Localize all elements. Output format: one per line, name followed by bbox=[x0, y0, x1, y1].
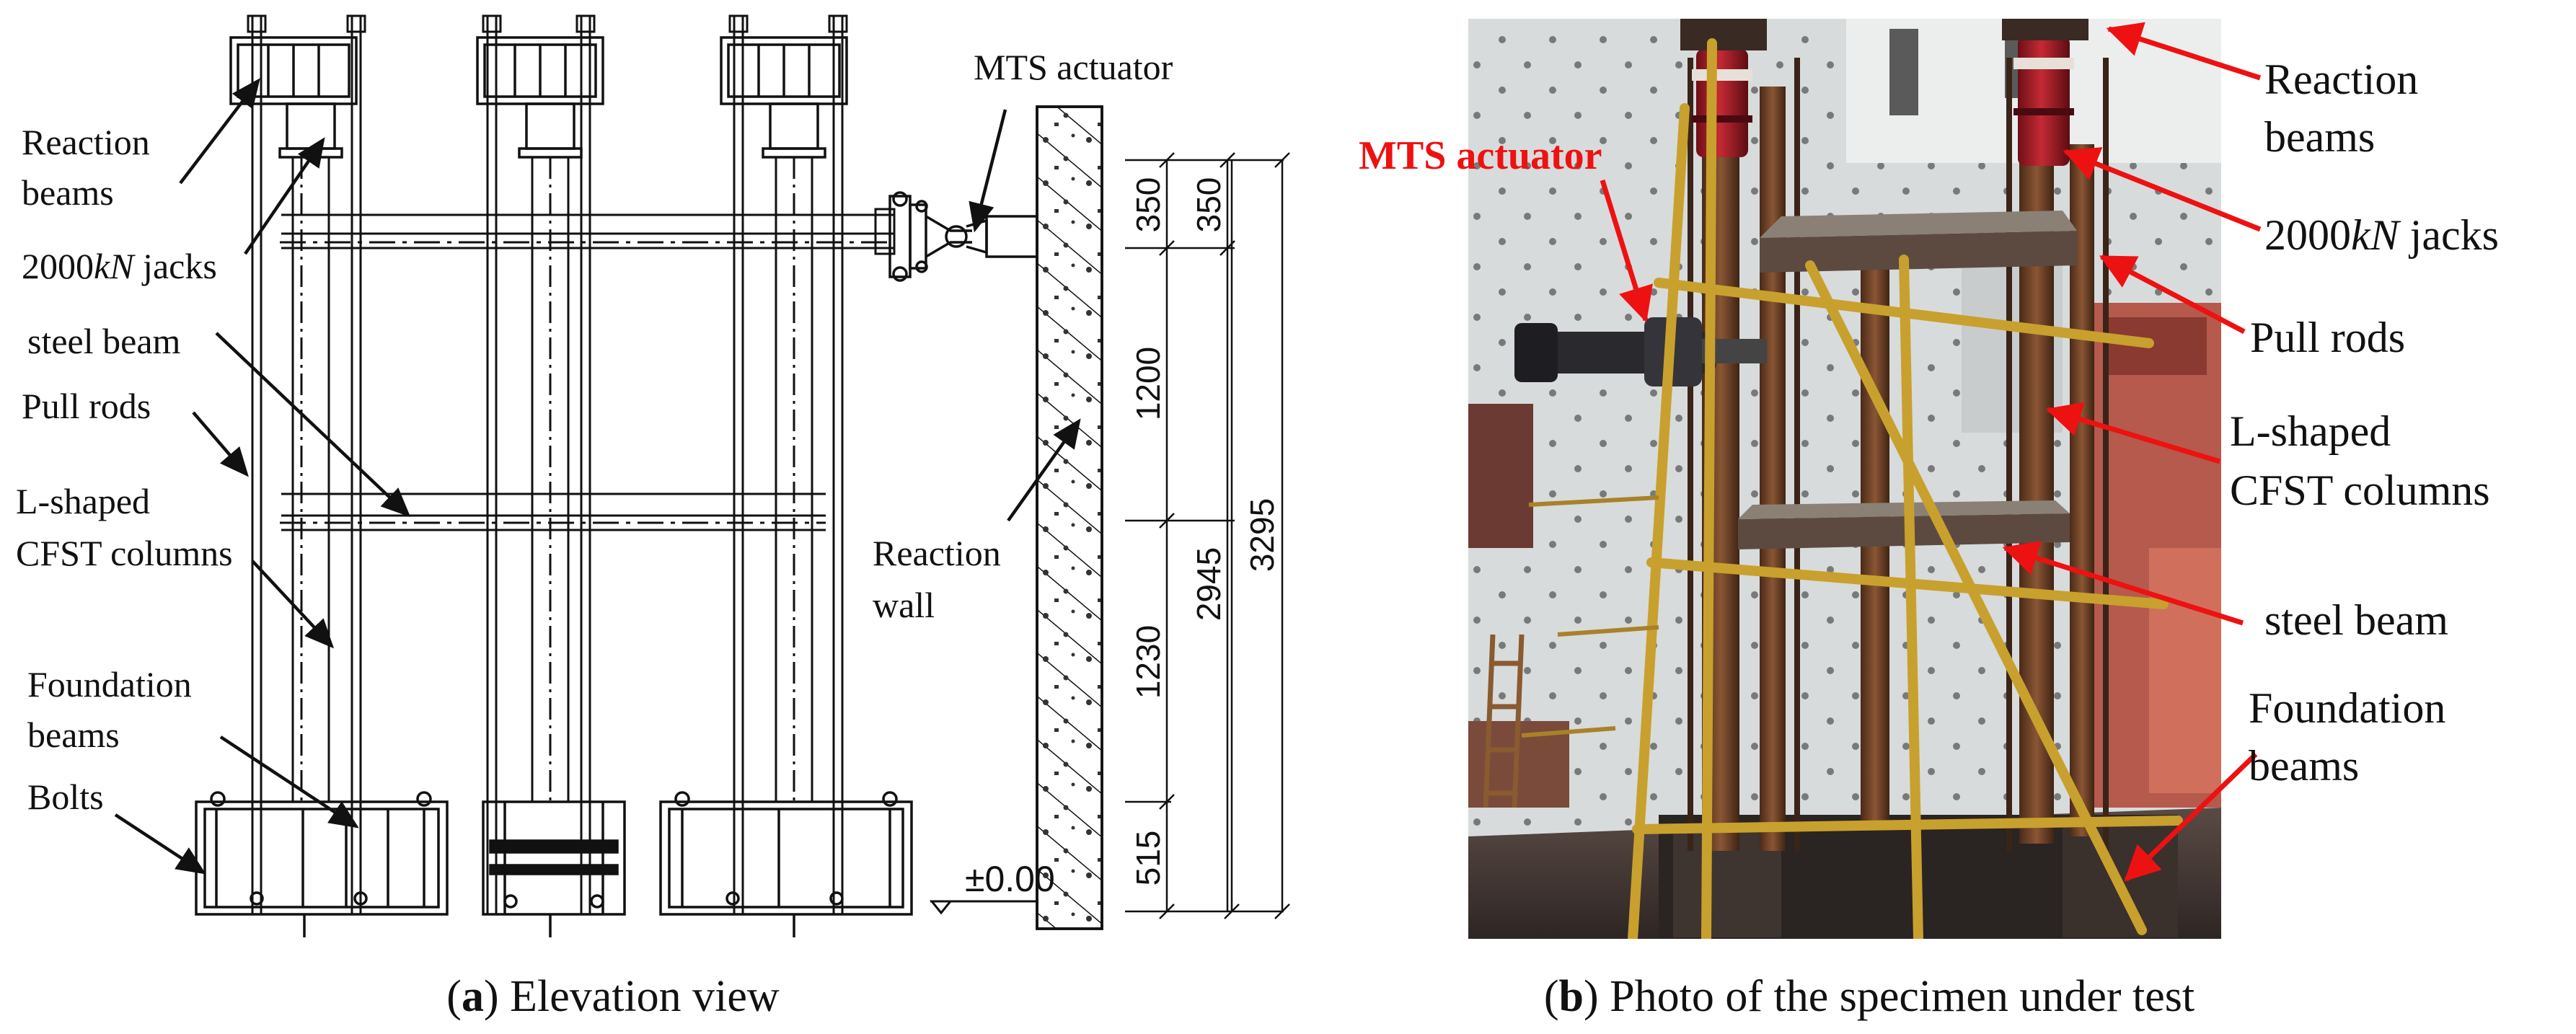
dim-3295: 3295 bbox=[1243, 498, 1281, 572]
label-lcfst-l2: CFST columns bbox=[16, 533, 233, 573]
label-b-foundation-l1: Foundation bbox=[2249, 684, 2445, 732]
dim-1200: 1200 bbox=[1129, 347, 1167, 420]
label-b-jacks: 2000kN jacks bbox=[2264, 211, 2499, 259]
label-mts-actuator: MTS actuator bbox=[974, 47, 1173, 87]
label-b-lcfst-l1: L-shaped bbox=[2230, 407, 2391, 455]
label-b-steel-beam: steel beam bbox=[2264, 596, 2448, 644]
label-jacks: 2000kN jacks bbox=[22, 246, 217, 286]
dim-1230: 1230 bbox=[1129, 625, 1167, 699]
cfst-columns bbox=[291, 157, 813, 802]
pull-rods bbox=[247, 14, 848, 914]
caption-a: (a) Elevation view bbox=[446, 972, 780, 1021]
caption-b: (b) Photo of the specimen under test bbox=[1544, 972, 2195, 1021]
elevation-drawing bbox=[114, 14, 1290, 937]
reaction-beam-right bbox=[720, 36, 848, 159]
ground-line bbox=[929, 900, 1037, 915]
dim-515: 515 bbox=[1129, 831, 1167, 886]
label-b-reaction-beams-l2: beams bbox=[2264, 113, 2375, 161]
label-elevation-mark: ±0.00 bbox=[965, 859, 1055, 899]
foundation-beam-right bbox=[659, 791, 913, 937]
label-b-reaction-beams-l1: Reaction bbox=[2264, 56, 2418, 103]
dim-350-inner: 350 bbox=[1129, 177, 1167, 233]
dimension-lines bbox=[1125, 152, 1290, 919]
label-reaction-beams-l2: beams bbox=[22, 172, 114, 213]
steel-beam-upper bbox=[280, 208, 896, 255]
reaction-wall bbox=[1036, 105, 1103, 930]
leader-arrows-a bbox=[114, 78, 1081, 875]
label-bolts: Bolts bbox=[27, 777, 104, 817]
label-b-mts-actuator: MTS actuator bbox=[1359, 133, 1602, 178]
label-pull-rods: Pull rods bbox=[22, 386, 151, 426]
dim-350-outer: 350 bbox=[1190, 177, 1227, 233]
label-lcfst-l1: L-shaped bbox=[16, 481, 150, 521]
specimen-photo: MTS actuator Reaction beams 2000kN jacks… bbox=[1359, 19, 2499, 1021]
label-reaction-beams-l1: Reaction bbox=[22, 122, 150, 162]
label-foundation-l1: Foundation bbox=[27, 664, 192, 704]
dim-2945: 2945 bbox=[1190, 547, 1227, 621]
leader-arrows-b bbox=[1600, 22, 2262, 882]
panel-a-labels: Reaction beams 2000kN jacks steel beam P… bbox=[16, 47, 1281, 899]
label-reaction-wall-l1: Reaction bbox=[873, 533, 1001, 573]
label-b-foundation-l2: beams bbox=[2249, 742, 2359, 790]
mts-actuator bbox=[888, 191, 1038, 282]
foundation-beam-middle bbox=[482, 800, 626, 937]
label-steel-beam: steel beam bbox=[27, 321, 181, 361]
label-b-lcfst-l2: CFST columns bbox=[2230, 467, 2490, 514]
foundation-beam-left bbox=[195, 791, 449, 937]
reaction-beam-middle bbox=[476, 36, 604, 159]
label-foundation-l2: beams bbox=[27, 715, 120, 755]
label-reaction-wall-l2: wall bbox=[873, 585, 935, 625]
reaction-beam-left bbox=[229, 36, 358, 159]
label-b-pull-rods: Pull rods bbox=[2250, 314, 2405, 361]
steel-beam-lower bbox=[280, 492, 826, 531]
